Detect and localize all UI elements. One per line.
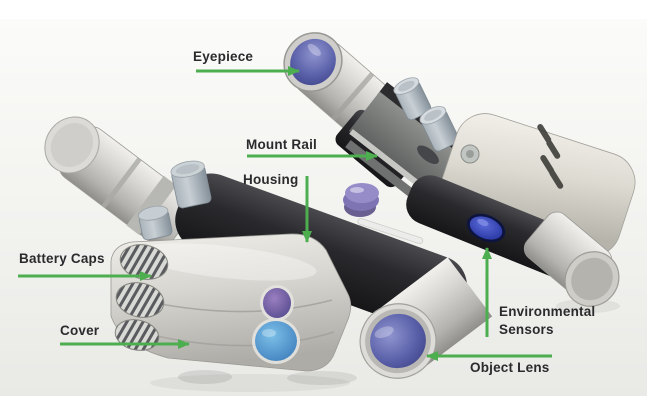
right-rangefinder-device <box>283 32 636 307</box>
label-mount-rail: Mount Rail <box>246 137 317 152</box>
battery-caps <box>114 244 169 351</box>
label-object-lens: Object Lens <box>470 360 550 375</box>
label-battery-caps: Battery Caps <box>19 251 105 266</box>
label-environmental-sensors: Environmental Sensors <box>499 304 596 337</box>
annotation-arrows <box>18 66 552 361</box>
right-objective-tube <box>523 211 620 307</box>
power-button <box>170 160 212 209</box>
side-button <box>137 205 173 241</box>
left-objective-tube <box>359 257 493 379</box>
laser-aperture-lens <box>260 285 294 321</box>
left-rangefinder-device <box>44 116 493 379</box>
label-housing: Housing <box>243 172 299 187</box>
rail-knob <box>419 106 460 152</box>
object-lens <box>359 303 437 379</box>
environmental-sensor <box>466 213 506 243</box>
detached-eyecup <box>343 183 424 245</box>
vent-slots <box>537 124 564 189</box>
label-cover: Cover <box>60 323 100 338</box>
receiver-lens <box>252 318 300 364</box>
eyepiece-lens <box>283 32 343 92</box>
shadows <box>150 299 620 392</box>
pin-part <box>357 218 424 245</box>
rail-knob <box>393 77 432 121</box>
label-eyepiece: Eyepiece <box>193 49 254 64</box>
